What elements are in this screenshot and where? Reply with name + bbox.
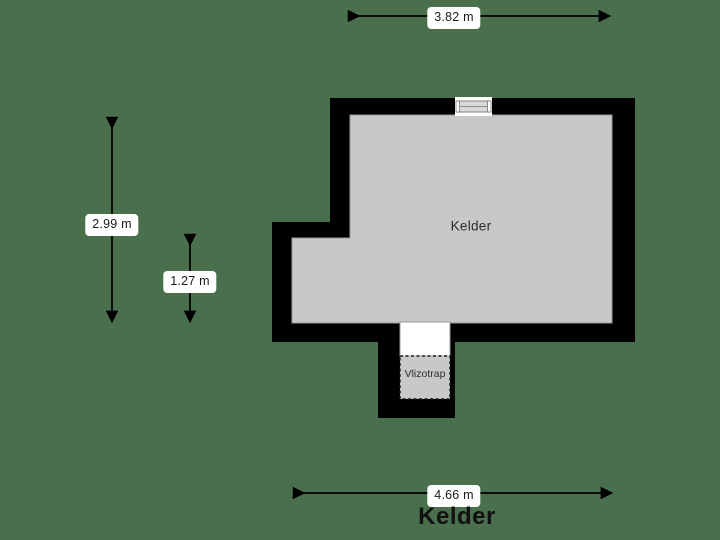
dimension-label-left-inner: 1.27 m <box>163 271 217 293</box>
vlizotrap-opening <box>399 321 451 357</box>
vlizotrap-label: Vlizotrap <box>404 368 446 380</box>
room-label-kelder: Kelder <box>450 218 492 234</box>
dimension-label-left-outer: 2.99 m <box>85 214 139 236</box>
vlizotrap-group <box>399 321 451 400</box>
floor-area-kelder <box>291 114 613 324</box>
window-opening-group <box>455 97 492 116</box>
window-jamb-left <box>455 100 460 113</box>
floor-area-group <box>291 114 613 324</box>
vlizotrap-hatch <box>399 355 451 400</box>
window-jamb-right <box>487 100 492 113</box>
plan-title: Kelder <box>418 503 496 530</box>
dimension-label-top: 3.82 m <box>427 7 481 29</box>
dimension-label-bottom: 4.66 m <box>427 485 481 507</box>
